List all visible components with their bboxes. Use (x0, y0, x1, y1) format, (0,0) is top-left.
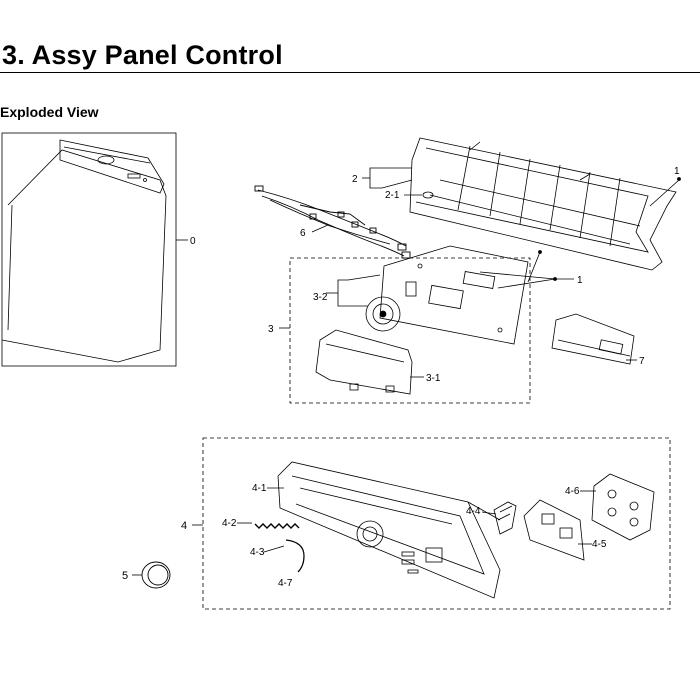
main-pcb-part (379, 245, 529, 345)
callout-4-3: 4-3 (250, 547, 265, 558)
pcb-part-4-5 (523, 499, 585, 561)
callout-4-6: 4-6 (565, 486, 580, 497)
section-subtitle: Exploded View (0, 104, 99, 120)
title-rule (0, 72, 700, 73)
bracket-part-4-4 (493, 501, 517, 535)
callout-2: 2 (352, 174, 358, 185)
callout-0: 0 (190, 236, 196, 247)
callout-7: 7 (639, 356, 645, 367)
callout-5: 5 (122, 570, 128, 582)
pcb-housing-part (315, 329, 413, 395)
callout-4-4: 4-4 (466, 506, 481, 517)
part-4-group-box (202, 437, 671, 610)
callout-4-2: 4-2 (222, 518, 237, 529)
knob-part-5 (141, 561, 171, 589)
wire-harness-part (254, 185, 411, 259)
callout-3-1: 3-1 (426, 373, 441, 384)
callout-1b: 1 (577, 275, 583, 286)
front-panel-part (277, 461, 501, 599)
callout-2-1: 2-1 (385, 190, 400, 201)
spring-part (254, 523, 300, 529)
control-panel-frame-part (409, 137, 677, 271)
knob-encoder-part (365, 296, 401, 332)
callout-6: 6 (300, 228, 306, 239)
callout-4-5: 4-5 (592, 539, 607, 550)
bracket-part-4-6 (591, 473, 655, 541)
callout-4: 4 (181, 520, 187, 532)
callout-4-1: 4-1 (252, 483, 267, 494)
washer-cabinet-part (1, 132, 177, 367)
callout-3: 3 (268, 324, 274, 335)
callout-1a: 1 (674, 166, 680, 177)
callout-3-2: 3-2 (313, 292, 328, 303)
page-title: 3. Assy Panel Control (2, 40, 283, 70)
ring-part (285, 539, 305, 573)
cover-part-7 (551, 313, 635, 365)
callout-4-7: 4-7 (278, 578, 293, 589)
